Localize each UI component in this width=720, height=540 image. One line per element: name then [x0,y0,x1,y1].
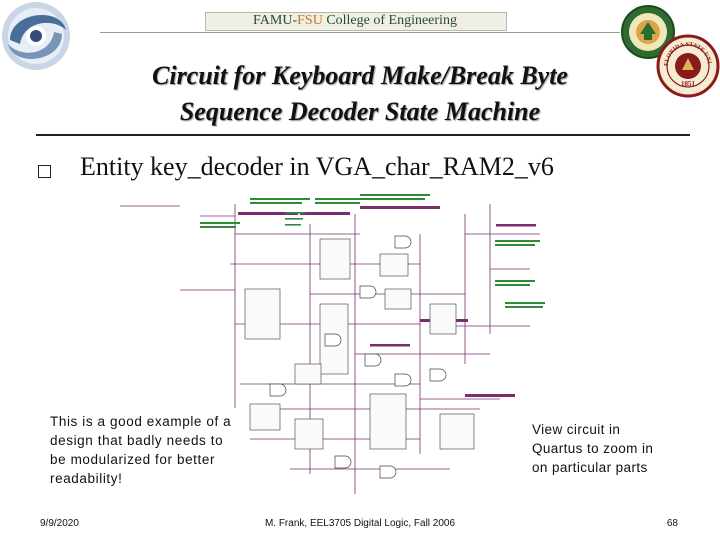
circuit-schematic-image [120,194,545,494]
footer-date: 9/9/2020 [40,518,79,529]
header-banner [205,12,507,31]
title-divider [36,134,690,136]
college-logo-icon [2,2,70,70]
bullet-square-icon [38,165,51,178]
footer-page-number: 68 [666,518,678,529]
slide-title-line-1: Circuit for Keyboard Make/Break Byte [152,61,568,90]
fsu-seal-icon: FLORIDA STATE UNIVERSITY 1851 [656,34,720,98]
note-left: This is a good example of a design that … [44,408,246,504]
famu-seal-icon [621,5,675,59]
slide-title-line-2: Sequence Decoder State Machine [179,97,541,126]
fsu-seal-year: 1851 [681,80,696,88]
header-fsu: FSU [297,13,323,28]
header-title: FAMU-FSU College of Engineering [253,13,457,28]
bullet-text: Entity key_decoder in VGA_char_RAM2_v6 [80,152,554,181]
slide-title: Circuit for Keyboard Make/Break Byte Seq… [40,58,680,130]
note-right: View circuit in Quartus to zoom in on pa… [526,418,678,479]
header-divider [100,32,620,33]
footer-credit: M. Frank, EEL3705 Digital Logic, Fall 20… [264,518,456,529]
